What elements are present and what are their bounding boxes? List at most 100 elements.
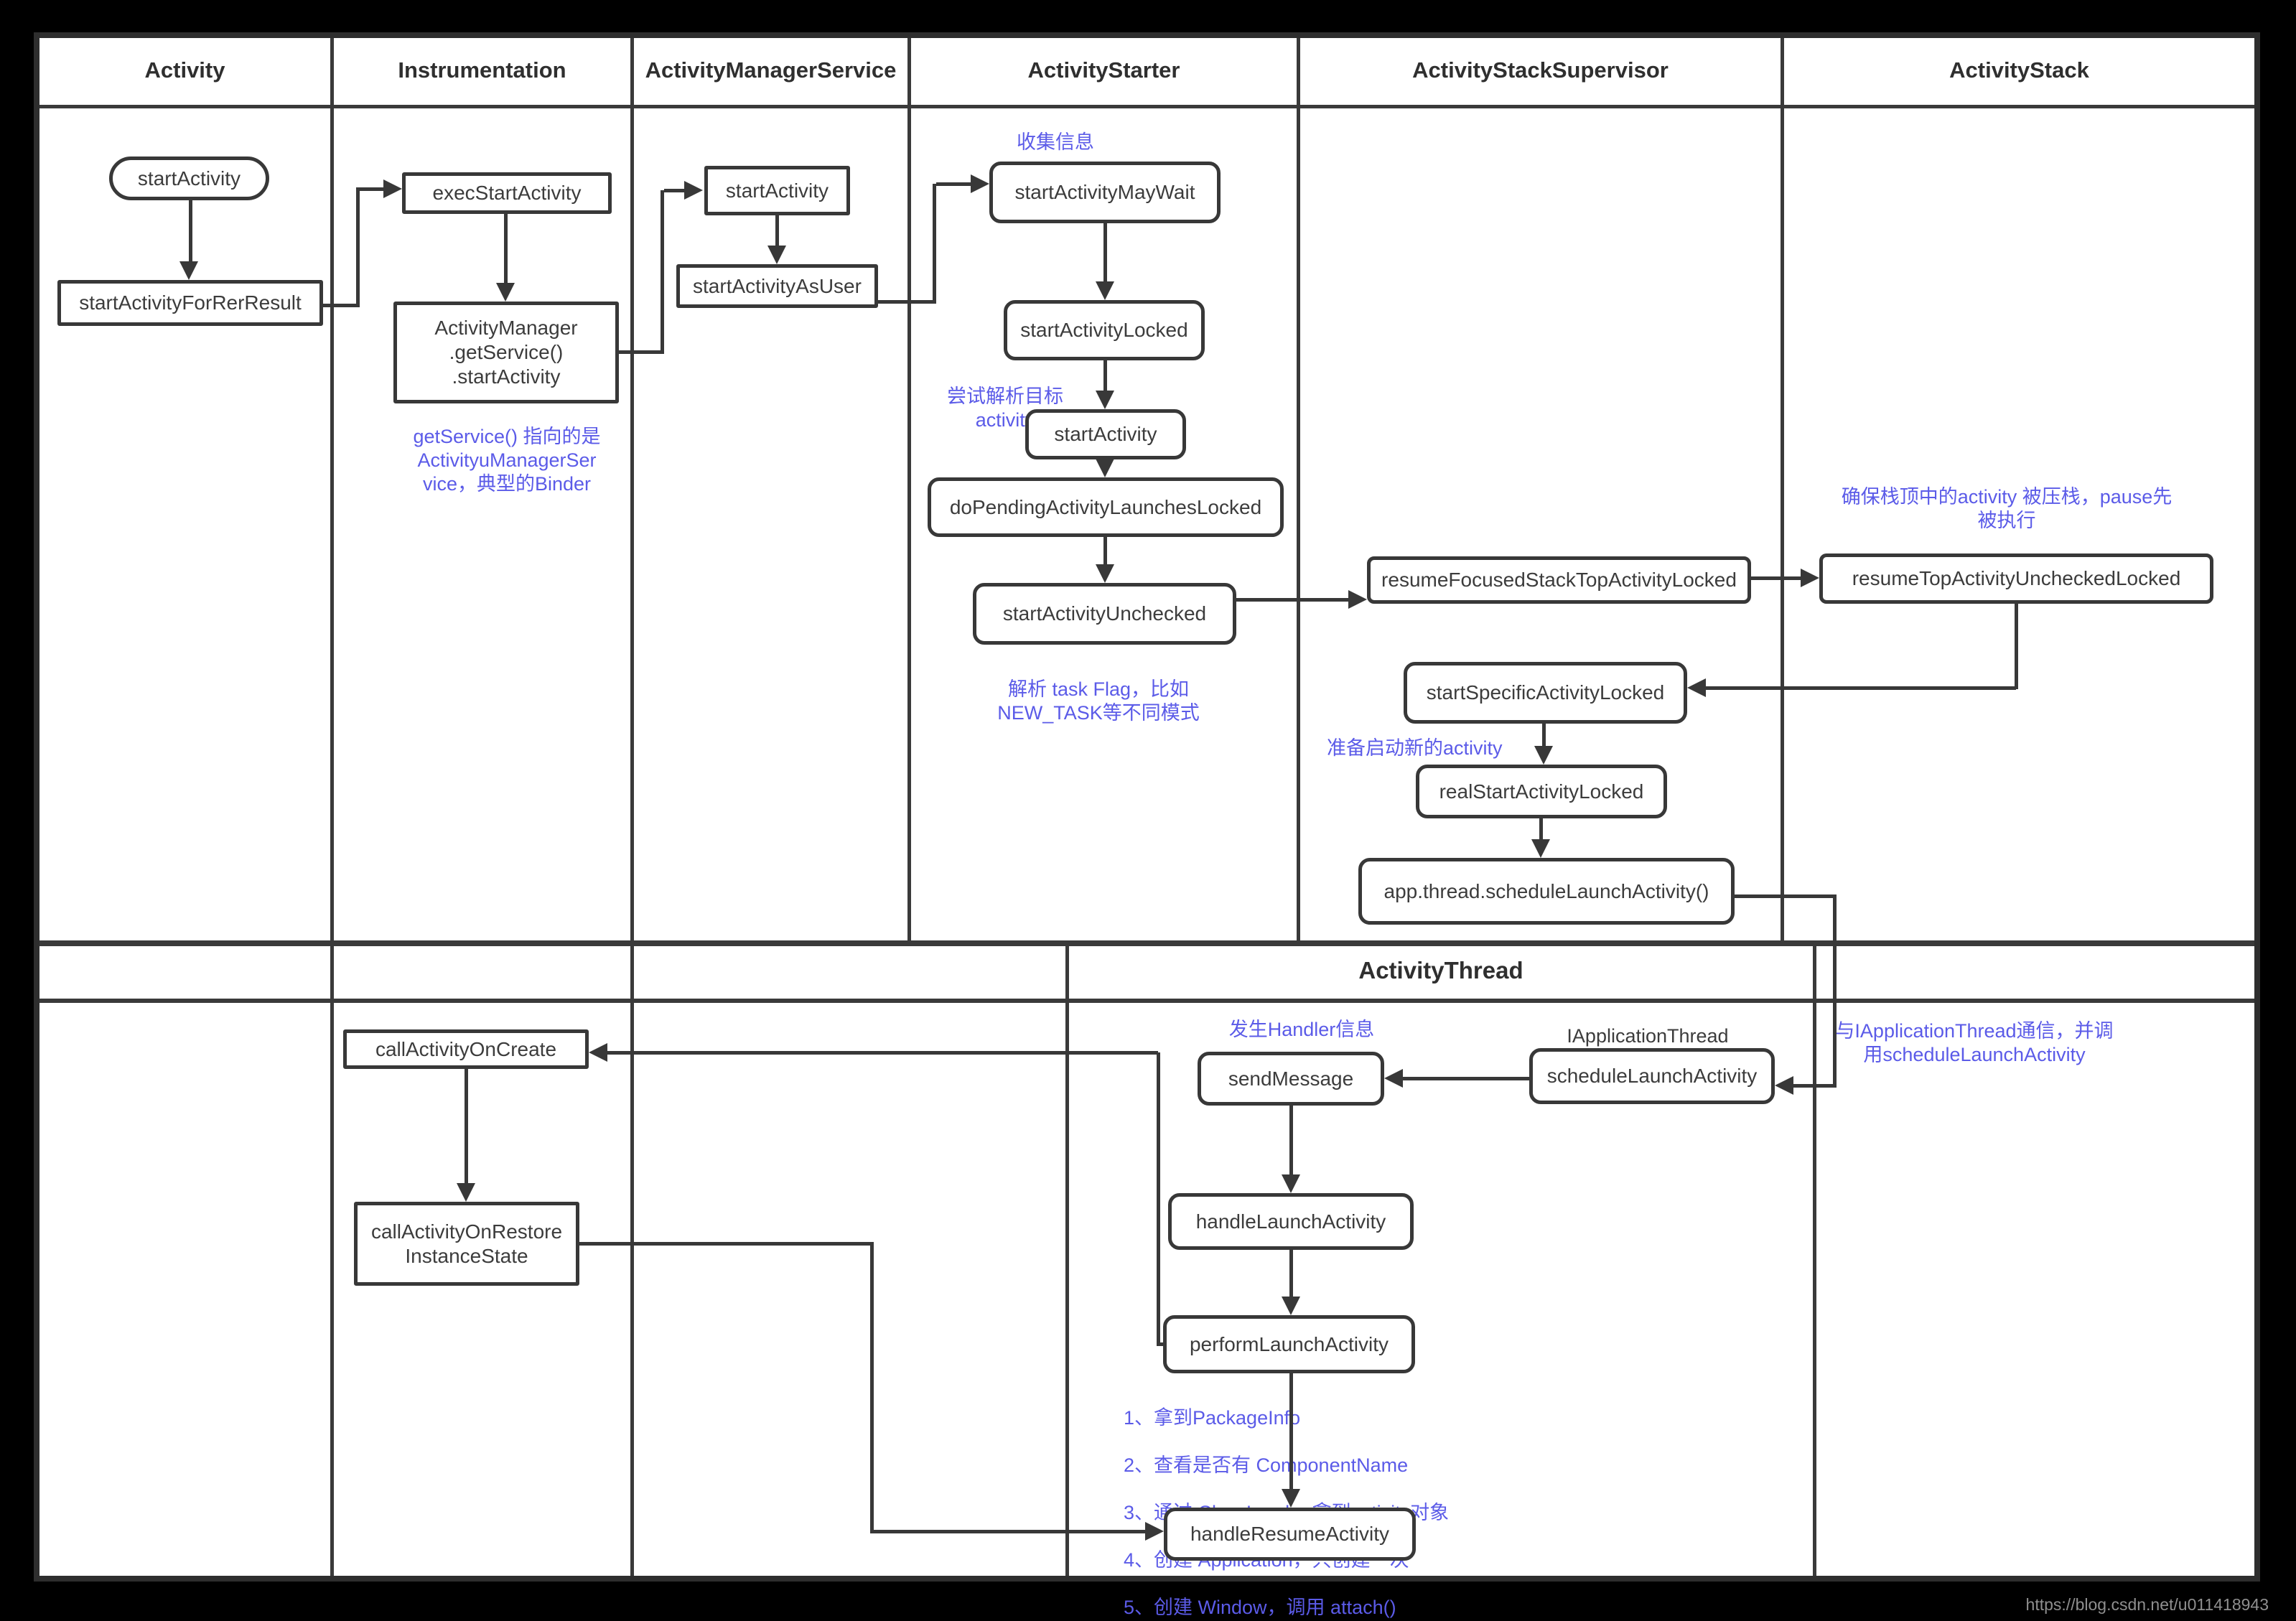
node-start-activity-unchecked: startActivityUnchecked [973,583,1236,645]
node-start-activity-may-wait: startActivityMayWait [989,162,1221,223]
arrowhead-left [1687,678,1706,697]
connector-segment [1289,1373,1293,1489]
connector-segment [1103,360,1107,392]
node-resume-focused-stack-top-activity-locked: resumeFocusedStackTopActivityLocked [1367,556,1751,604]
section-divider-bottom-line [39,999,2254,1003]
note-parse-task-flag: 解析 task Flag，比如 NEW_TASK等不同模式 [997,678,1200,724]
column-header-activity: Activity [144,57,225,83]
arrowhead-down [179,261,198,280]
note-handler-message: 发生Handler信息 [1228,1019,1375,1040]
thread-band-left-line [1065,940,1069,1576]
connector-segment [1103,223,1107,283]
section-divider-top-line [39,940,2254,946]
arrowhead-right [971,174,989,193]
node-do-pending-activity-launches-locked: doPendingActivityLaunchesLocked [928,477,1284,537]
node-start-activity-as-user: startActivityAsUser [676,264,878,308]
arrowhead-right [1348,590,1367,609]
arrowhead-down [1096,391,1114,409]
connector-segment [1289,1250,1293,1297]
connector-segment [872,1530,1145,1533]
node-call-activity-on-restore-instance-state: callActivityOnRestore InstanceState [354,1202,579,1286]
connector-segment [356,187,385,191]
connector-segment [356,189,360,307]
column-header-activity-stack: ActivityStack [1949,57,2089,83]
node-call-activity-on-create: callActivityOnCreate [343,1029,589,1069]
connector-segment [775,215,779,247]
perform-step-2: 2、查看是否有 ComponentName [1124,1454,1409,1476]
connector-segment [465,1069,468,1183]
arrowhead-down [1531,839,1550,858]
node-start-activity: startActivity [109,157,269,200]
arrowhead-right [383,179,402,198]
note-resolve-target: 尝试解析目标activity [947,386,1063,431]
connector-segment [1751,576,1801,580]
diagram-canvas [34,32,2260,1582]
note-prepare-new-activity: 准备启动新的activity [1327,737,1503,759]
arrowhead-down [1282,1174,1300,1193]
connector-segment [504,214,508,284]
connector-segment [878,300,934,304]
section-header-activity-thread: ActivityThread [1358,957,1523,984]
arrowhead-down [767,246,786,264]
note-communicate-iapplication: 与IApplicationThread通信，并调 用scheduleLaunch… [1835,1020,2114,1065]
node-schedule-launch-activity: scheduleLaunchActivity [1529,1048,1775,1104]
connector-segment [1735,894,1837,898]
connector-segment [933,184,936,304]
connector-segment [870,1242,874,1533]
node-handle-resume-activity: handleResumeActivity [1164,1508,1416,1561]
connector-segment [579,1242,874,1246]
connector-segment [1157,1052,1160,1346]
node-perform-launch-activity: performLaunchActivity [1163,1315,1415,1373]
arrowhead-down [1282,1297,1300,1315]
header-divider-line [39,105,2254,108]
arrowhead-right [684,181,703,200]
node-app-thread-schedule-launch-activity: app.thread.scheduleLaunchActivity() [1358,858,1735,925]
arrowhead-down [1096,564,1114,583]
connector-segment [1539,818,1543,839]
connector-segment [661,190,664,354]
connector-segment [1542,724,1546,746]
connector-segment [1833,894,1837,1085]
column-header-activity-manager-service: ActivityManagerService [645,57,897,83]
column-header-activity-starter: ActivityStarter [1027,57,1180,83]
label-iapplication-thread: IApplicationThread [1567,1025,1729,1047]
arrowhead-right [1145,1522,1164,1541]
column-line-supervisor [1781,38,1784,940]
column-header-instrumentation: Instrumentation [398,57,566,83]
arrowhead-down [1282,1489,1300,1508]
connector-segment [1103,537,1107,566]
connector-segment [936,182,972,186]
note-get-service: getService() 指向的是 ActivityuManagerSer vi… [413,426,601,495]
note-collect-info: 收集信息 [1017,131,1094,153]
connector-segment [1289,1106,1293,1174]
connector-segment [2015,604,2018,689]
perform-step-5: 5、创建 Window，调用 attach() [1124,1597,1396,1618]
note-ensure-top-paused: 确保栈顶中的activity 被压栈，pause先 被执行 [1841,486,2173,531]
column-line-starter [1297,38,1300,940]
column-line-instrumentation [630,38,634,1576]
arrowhead-down [1096,281,1114,300]
node-start-specific-activity-locked: startSpecificActivityLocked [1404,662,1687,724]
connector-segment [1706,686,2016,690]
column-line-activity [330,38,334,1576]
column-header-activity-stack-supervisor: ActivityStackSupervisor [1412,57,1669,83]
connector-segment [664,189,686,192]
arrowhead-down [496,283,515,302]
node-handle-launch-activity: handleLaunchActivity [1168,1193,1414,1250]
thread-band-right-line [1813,940,1816,1576]
arrowhead-down [1096,459,1114,477]
arrowhead-left [589,1043,607,1062]
arrowhead-left [1384,1069,1403,1088]
connector-segment [1403,1077,1529,1080]
node-start-activity-for-rer-result: startActivityForRerResult [57,280,323,326]
node-send-message: sendMessage [1198,1052,1384,1106]
connector-segment [189,200,192,263]
connector-segment [619,350,662,354]
connector-segment [323,304,359,307]
perform-step-1: 1、拿到PackageInfo [1124,1407,1301,1429]
connector-segment [607,1051,1158,1055]
node-exec-start-activity: execStartActivity [402,172,612,214]
node-ams-start-activity: startActivity [704,166,850,215]
node-start-activity-locked: startActivityLocked [1004,300,1205,360]
node-activity-manager-get-service: ActivityManager .getService() .startActi… [393,302,619,403]
